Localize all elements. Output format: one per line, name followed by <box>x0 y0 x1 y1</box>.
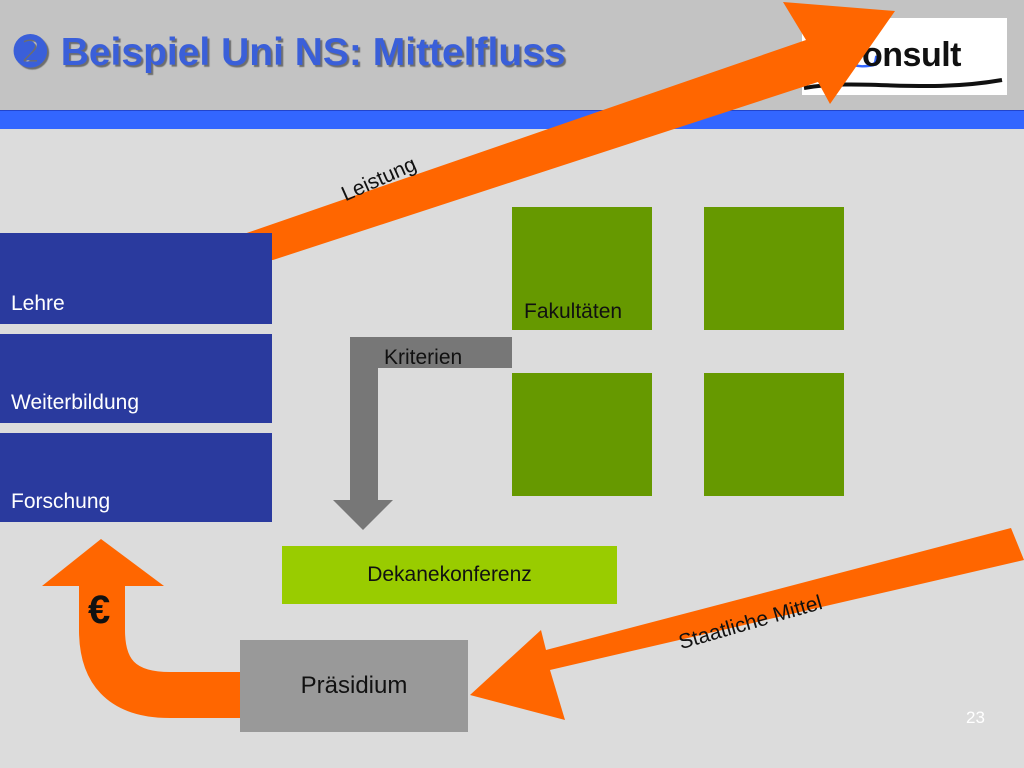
title-text: Beispiel Uni NS: Mittelfluss <box>60 31 566 74</box>
leistung-arrow <box>238 2 895 260</box>
slide-title: ➋ Beispiel Uni NS: Mittelfluss <box>14 30 566 75</box>
block-lehre-label: Lehre <box>11 292 65 315</box>
euro-flow-arrow <box>79 586 240 718</box>
dekanekonferenz-box: Dekanekonferenz <box>282 546 617 604</box>
title-number: ➋ <box>14 31 47 74</box>
header-divider-bar <box>0 110 1024 129</box>
fakultaet-box-2 <box>704 207 844 330</box>
block-lehre: Lehre <box>0 233 272 324</box>
fakultaet-box-4 <box>704 373 844 496</box>
staatliche-mittel-arrow <box>470 528 1024 720</box>
fakultaeten-label: Fakultäten <box>524 300 623 323</box>
dekanekonferenz-label: Dekanekonferenz <box>367 563 532 586</box>
praesidium-label: Präsidium <box>300 672 408 699</box>
fakultaet-box-1 <box>512 207 652 330</box>
logo-text: onsult <box>862 36 961 74</box>
praesidium-box: Präsidium <box>240 640 468 732</box>
fakultaet-box-3 <box>512 373 652 496</box>
euro-symbol: € <box>88 588 111 632</box>
kriterien-label: Kriterien <box>384 346 463 369</box>
page-number: 23 <box>966 708 985 727</box>
block-forschung-label: Forschung <box>11 490 111 513</box>
block-forschung: Forschung <box>0 433 272 522</box>
euro-arrow-head <box>42 539 164 586</box>
kriterien-arrow <box>333 337 512 530</box>
block-weiterbildung: Weiterbildung <box>0 334 272 423</box>
block-weiterbildung-label: Weiterbildung <box>11 391 140 414</box>
